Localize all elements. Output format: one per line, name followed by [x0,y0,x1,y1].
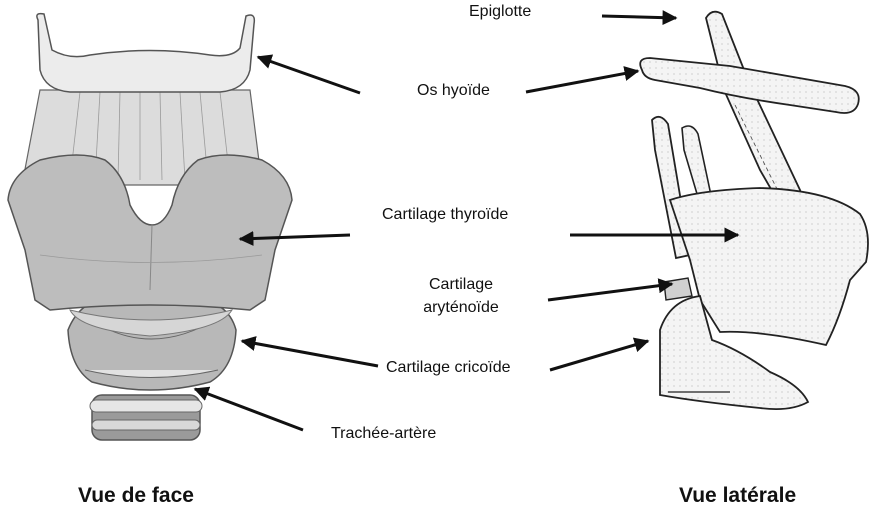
caption-vue-laterale: Vue latérale [679,484,797,507]
arrow-cricoide-front [240,336,379,368]
lateral-view-illustration [639,10,869,411]
label-cartilage-arytenoide-line1: Cartilage [428,276,494,293]
front-trachea [89,394,203,441]
caption-vue-de-face: Vue de face [78,484,194,507]
front-hyoid-bone [36,12,256,93]
label-trachee-artere: Trachée-artère [331,425,437,442]
lateral-cricoid-cartilage [659,295,810,411]
lateral-thyroid-cartilage [668,187,869,347]
arrow-trachee [193,386,304,432]
arrow-os-hyoide-lateral [525,66,640,94]
label-cartilage-arytenoide: Cartilage aryténoïde [396,275,526,318]
arrow-os-hyoide-front [256,54,361,95]
arrow-cricoide-lateral [549,337,650,372]
pointer-arrows [193,10,740,432]
arrow-epiglotte [601,10,678,26]
label-cartilage-cricoide: Cartilage cricoïde [386,359,511,376]
label-os-hyoide: Os hyoïde [417,82,490,99]
label-cartilage-thyroide: Cartilage thyroïde [382,206,509,223]
arrow-arytenoide [547,278,674,302]
label-epiglotte: Epiglotte [469,3,532,20]
front-thyroid-cartilage [7,154,293,311]
lateral-hyoid-bone [639,57,860,114]
lateral-arytenoid [663,277,693,301]
label-cartilage-arytenoide-line2: aryténoïde [423,299,499,316]
arrow-thyroide-front [238,231,351,247]
front-view-illustration [7,12,293,441]
